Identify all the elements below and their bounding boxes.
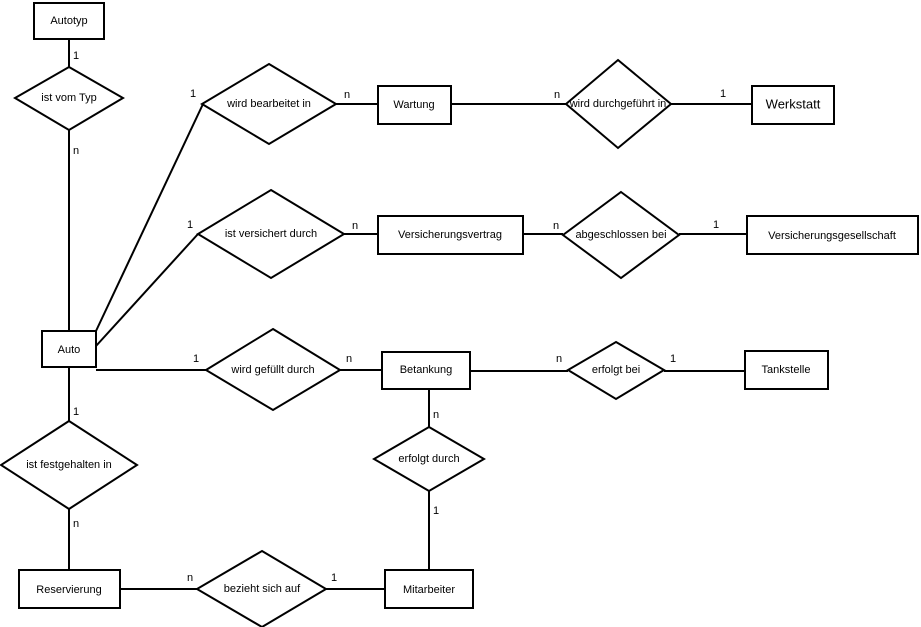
- entity-wartung-box: [377, 85, 452, 125]
- entity-tankstelle[interactable]: Tankstelle: [744, 350, 829, 390]
- relationship-wird-gefuellt-durch-diamond: [204, 327, 342, 412]
- cardinality-gesellschaft-abgeschlossen: 1: [713, 219, 719, 231]
- relationship-erfolgt-bei[interactable]: erfolgt bei: [566, 340, 666, 401]
- relationship-ist-festgehalten-in[interactable]: ist festgehalten in: [0, 419, 139, 511]
- cardinality-vertrag-abgeschlossen: n: [553, 220, 559, 232]
- cardinality-auto-typ: n: [73, 145, 79, 157]
- cardinality-autotyp-typ: 1: [73, 50, 79, 62]
- entity-versicherungsvertrag-label: Versicherungsvertrag: [398, 229, 502, 241]
- entity-auto-label: Auto: [58, 344, 81, 356]
- relationship-wird-bearbeitet-in-label: wird bearbeitet in: [226, 98, 311, 110]
- relationship-erfolgt-durch-label: erfolgt durch: [398, 453, 459, 465]
- entity-reservierung-label: Reservierung: [36, 584, 101, 596]
- entity-tankstelle-label: Tankstelle: [762, 364, 811, 376]
- cardinality-auto-bearbeitet: 1: [190, 88, 196, 100]
- cardinality-tankstelle-bei: 1: [670, 353, 676, 365]
- relationship-ist-festgehalten-in-label: ist festgehalten in: [26, 459, 112, 471]
- relationship-wird-durchgefuehrt-in[interactable]: wird durchgeführt in: [564, 58, 673, 150]
- relationship-abgeschlossen-bei[interactable]: abgeschlossen bei: [561, 190, 681, 280]
- entity-werkstatt-box: [751, 85, 835, 125]
- entity-autotyp-label: Autotyp: [50, 15, 87, 27]
- relationship-wird-gefuellt-durch[interactable]: wird gefüllt durch: [204, 327, 342, 412]
- entity-reservierung[interactable]: Reservierung: [18, 569, 121, 609]
- relationship-wird-durchgefuehrt-in-label: wird durchgeführt in: [569, 98, 667, 110]
- cardinality-reservierung-bezieht: n: [187, 572, 193, 584]
- relationship-erfolgt-durch[interactable]: erfolgt durch: [372, 425, 486, 493]
- relationship-ist-versichert-durch[interactable]: ist versichert durch: [196, 188, 346, 280]
- cardinality-betankung-gefuellt: n: [346, 353, 352, 365]
- entity-betankung[interactable]: Betankung: [381, 351, 471, 390]
- cardinality-werkstatt-durchgefuehrt: 1: [720, 88, 726, 100]
- relationship-abgeschlossen-bei-diamond: [561, 190, 681, 280]
- relationship-bezieht-sich-auf[interactable]: bezieht sich auf: [195, 549, 328, 627]
- entity-betankung-label: Betankung: [400, 364, 453, 376]
- relationship-wird-bearbeitet-in-diamond: [200, 62, 338, 146]
- entity-mitarbeiter-label: Mitarbeiter: [403, 584, 455, 596]
- entity-wartung-label: Wartung: [393, 99, 434, 111]
- entity-betankung-box: [381, 351, 471, 390]
- connector-lines: [68, 39, 752, 590]
- entity-versicherungsgesellschaft-box: [746, 215, 919, 255]
- entity-werkstatt-label: Werkstatt: [766, 97, 821, 112]
- entity-mitarbeiter-box: [384, 569, 474, 609]
- cardinality-betankung-bei: n: [556, 353, 562, 365]
- relationship-ist-versichert-durch-label: ist versichert durch: [225, 228, 317, 240]
- entity-reservierung-box: [18, 569, 121, 609]
- entity-mitarbeiter[interactable]: Mitarbeiter: [384, 569, 474, 609]
- relationship-ist-vom-typ-diamond: [13, 65, 125, 132]
- cardinality-vertrag-versichert: n: [352, 220, 358, 232]
- entity-versicherungsgesellschaft[interactable]: Versicherungsgesellschaft: [746, 215, 919, 255]
- cardinality-wartung-bearbeitet: n: [344, 89, 350, 101]
- relationship-erfolgt-bei-label: erfolgt bei: [592, 364, 640, 376]
- relationship-ist-festgehalten-in-diamond: [0, 419, 139, 511]
- relationship-wird-durchgefuehrt-in-diamond: [564, 58, 673, 150]
- relationship-ist-versichert-durch-diamond: [196, 188, 346, 280]
- relationship-wird-gefuellt-durch-label: wird gefüllt durch: [230, 364, 314, 376]
- entity-versicherungsgesellschaft-label: Versicherungsgesellschaft: [768, 230, 896, 242]
- cardinality-auto-festgehalten: 1: [73, 406, 79, 418]
- entity-versicherungsvertrag-box: [377, 215, 524, 255]
- entity-werkstatt[interactable]: Werkstatt: [751, 85, 835, 125]
- cardinality-labels: 1 n 1 n n 1 1 n n 1 1 n n 1 n 1 1 n n 1: [73, 50, 726, 584]
- cardinality-reservierung-festgehalten: n: [73, 518, 79, 530]
- cardinality-auto-gefuellt: 1: [193, 353, 199, 365]
- entity-auto[interactable]: Auto: [41, 330, 97, 368]
- relationship-erfolgt-durch-diamond: [372, 425, 486, 493]
- entity-wartung[interactable]: Wartung: [377, 85, 452, 125]
- line-auto-versichert: [95, 233, 199, 347]
- cardinality-wartung-durchgefuehrt: n: [554, 89, 560, 101]
- relationship-erfolgt-bei-diamond: [566, 340, 666, 401]
- cardinality-betankung-durch: n: [433, 409, 439, 421]
- entity-autotyp-box: [33, 2, 105, 40]
- entity-autotyp[interactable]: Autotyp: [33, 2, 105, 40]
- entity-auto-box: [41, 330, 97, 368]
- cardinality-mitarbeiter-bezieht: 1: [331, 572, 337, 584]
- entity-tankstelle-box: [744, 350, 829, 390]
- relationship-bezieht-sich-auf-diamond: [195, 549, 328, 627]
- relationship-abgeschlossen-bei-label: abgeschlossen bei: [575, 229, 666, 241]
- cardinality-auto-versichert: 1: [187, 219, 193, 231]
- relationship-ist-vom-typ-label: ist vom Typ: [41, 92, 96, 104]
- line-auto-bearbeitet: [95, 103, 204, 332]
- relationship-wird-bearbeitet-in[interactable]: wird bearbeitet in: [200, 62, 338, 146]
- entity-versicherungsvertrag[interactable]: Versicherungsvertrag: [377, 215, 524, 255]
- relationship-ist-vom-typ[interactable]: ist vom Typ: [13, 65, 125, 132]
- cardinality-mitarbeiter-durch: 1: [433, 505, 439, 517]
- relationship-bezieht-sich-auf-label: bezieht sich auf: [224, 583, 301, 595]
